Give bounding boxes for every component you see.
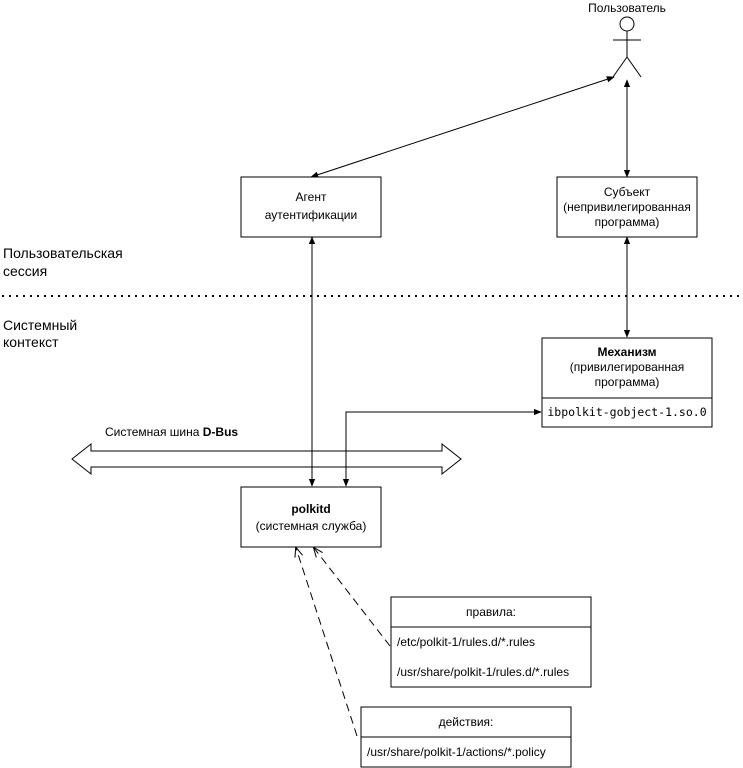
rules-polkitd-connector xyxy=(314,548,391,647)
rules-box: правила: /etc/polkit-1/rules.d/*.rules /… xyxy=(390,596,592,688)
auth-agent-box: Агент аутентификации xyxy=(240,176,382,238)
mechanism-box: Механизм (привилегированная программа) i… xyxy=(541,337,713,428)
actions-header: действия: xyxy=(439,715,494,729)
rules-header: правила: xyxy=(466,605,516,619)
rules-path-usr: /usr/share/polkit-1/rules.d/*.rules xyxy=(397,665,569,679)
dbus-label-bold: D-Bus xyxy=(203,425,239,439)
user-session-label-line2: сессия xyxy=(3,263,47,279)
actions-path: /usr/share/polkit-1/actions/*.policy xyxy=(367,745,546,759)
user-session-label-line1: Пользовательская xyxy=(3,245,123,261)
mechanism-polkitd-connector xyxy=(342,408,542,487)
subject-line3: программа) xyxy=(595,215,660,229)
subject-line2: (непривилегированная xyxy=(563,200,691,214)
polkitd-box: polkitd (системная служба) xyxy=(240,486,382,548)
auth-agent-line2: аутентификации xyxy=(265,208,357,222)
user-agent-connector xyxy=(310,76,615,178)
actions-polkitd-connector xyxy=(296,548,358,737)
mechanism-library: ibpolkit-gobject-1.so.0 xyxy=(547,405,706,419)
polkitd-subtitle: (системная служба) xyxy=(256,519,367,533)
system-context-label-line2: контекст xyxy=(3,334,59,350)
mechanism-title: Механизм xyxy=(597,345,656,359)
mechanism-line3: программа) xyxy=(595,375,660,389)
dbus-bus-arrow xyxy=(71,442,462,476)
auth-agent-line1: Агент xyxy=(296,190,327,204)
polkitd-title: polkitd xyxy=(291,502,330,516)
user-actor-icon xyxy=(612,16,642,78)
subject-box: Субъект (непривилегированная программа) xyxy=(556,176,698,238)
subject-line1: Субъект xyxy=(604,185,651,199)
actions-box: действия: /usr/share/polkit-1/actions/*.… xyxy=(360,706,572,768)
dbus-label-prefix: Системная шина xyxy=(105,425,203,439)
system-context-label-line1: Системный xyxy=(3,317,77,333)
user-label: Пользователь xyxy=(588,1,666,15)
mechanism-line2: (привилегированная xyxy=(570,360,684,374)
rules-path-etc: /etc/polkit-1/rules.d/*.rules xyxy=(397,635,535,649)
dbus-label: Системная шина D-Bus xyxy=(105,425,238,439)
